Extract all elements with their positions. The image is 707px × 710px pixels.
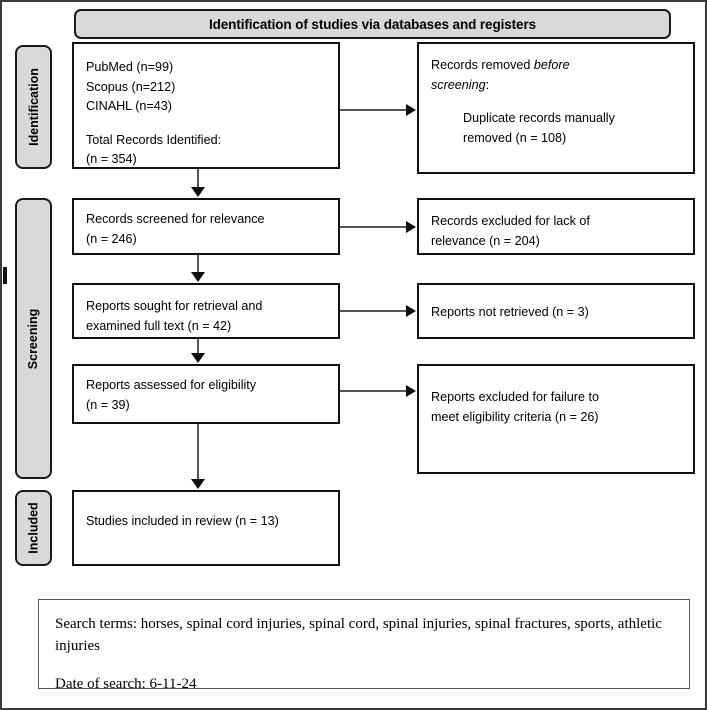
duplicate-records-line2: removed (n = 108): [463, 130, 567, 145]
stage-label-included-text: Included: [26, 502, 41, 554]
arrow-right-icon-excluded-eligibility: [406, 385, 416, 397]
reports-sought-line1: Reports sought for retrieval and: [86, 299, 263, 313]
reports-sought-line2: examined full text (n = 42): [86, 318, 232, 333]
node-reports-assessed: Reports assessed for eligibility (n = 39…: [72, 364, 340, 424]
cinahl-count: CINAHL (n=43): [86, 99, 172, 114]
connector-screened-to-sought: [197, 255, 199, 273]
total-records-label: Total Records Identified:: [86, 132, 222, 147]
date-of-search-text: Date of search: 6-11-24: [55, 675, 197, 692]
records-excluded-relevance-line1: Records excluded for lack of: [431, 214, 590, 228]
connector-identified-to-removed: [340, 109, 408, 111]
stage-label-screening: Screening: [15, 198, 52, 479]
node-reports-sought: Reports sought for retrieval and examine…: [72, 283, 340, 339]
stage-label-included: Included: [15, 490, 52, 566]
banner-label: Identification of studies via databases …: [208, 16, 537, 32]
search-terms-text: Search terms: horses, spinal cord injuri…: [55, 616, 662, 654]
records-removed-italic-screening: screening: [431, 77, 486, 92]
records-screened-count: (n = 246): [86, 231, 137, 246]
arrow-right-icon-excluded-relevance: [406, 221, 416, 233]
records-removed-heading-line1: Records removed before: [431, 56, 681, 76]
arrow-right-icon-removed: [406, 104, 416, 116]
pubmed-count: PubMed (n=99): [86, 60, 174, 74]
reports-assessed-count: (n = 39): [86, 397, 130, 412]
records-excluded-relevance-line2: relevance (n = 204): [431, 233, 540, 248]
duplicate-records-line1: Duplicate records manually: [463, 111, 615, 126]
arrow-down-icon-sought: [191, 272, 205, 282]
arrow-right-icon-not-retrieved: [406, 305, 416, 317]
node-records-screened: Records screened for relevance (n = 246): [72, 198, 340, 255]
studies-included-label: Studies included in review (n = 13): [86, 514, 279, 528]
node-reports-excluded-eligibility: Reports excluded for failure to meet eli…: [417, 364, 695, 474]
page-edge-tick-mark: [3, 267, 7, 284]
connector-screened-to-excluded-relevance: [340, 226, 408, 228]
node-records-removed: Records removed before screening: Duplic…: [417, 42, 695, 174]
scopus-count: Scopus (n=212): [86, 79, 176, 94]
records-removed-heading-line2: screening:: [431, 76, 681, 96]
stage-label-screening-text: Screening: [26, 308, 41, 369]
arrow-down-icon-screened: [191, 187, 205, 197]
reports-assessed-label: Reports assessed for eligibility: [86, 378, 257, 392]
stage-label-identification: Identification: [15, 45, 52, 169]
records-screened-label: Records screened for relevance: [86, 212, 265, 226]
arrow-down-icon-assessed: [191, 353, 205, 363]
connector-identified-to-screened: [197, 169, 199, 189]
connector-sought-to-assessed: [197, 339, 199, 355]
arrow-down-icon-included: [191, 479, 205, 489]
total-records-count: (n = 354): [86, 152, 137, 167]
records-removed-prefix: Records removed: [431, 58, 534, 72]
reports-not-retrieved-label: Reports not retrieved (n = 3): [431, 305, 589, 319]
node-records-excluded-relevance: Records excluded for lack of relevance (…: [417, 198, 695, 255]
connector-assessed-to-included: [197, 424, 199, 480]
node-studies-included: Studies included in review (n = 13): [72, 490, 340, 566]
diagram-banner-title: Identification of studies via databases …: [74, 9, 671, 39]
search-details-box: Search terms: horses, spinal cord injuri…: [38, 599, 690, 692]
records-removed-colon: :: [485, 77, 490, 92]
connector-sought-to-not-retrieved: [340, 310, 408, 312]
records-removed-italic-before: before: [533, 58, 570, 72]
node-records-identified: PubMed (n=99) Scopus (n=212) CINAHL (n=4…: [72, 42, 340, 169]
connector-assessed-to-excluded-eligibility: [340, 390, 408, 392]
node-reports-not-retrieved: Reports not retrieved (n = 3): [417, 283, 695, 339]
stage-label-identification-text: Identification: [26, 68, 41, 146]
reports-excluded-eligibility-line2: meet eligibility criteria (n = 26): [431, 409, 599, 424]
reports-excluded-eligibility-line1: Reports excluded for failure to: [431, 390, 600, 404]
